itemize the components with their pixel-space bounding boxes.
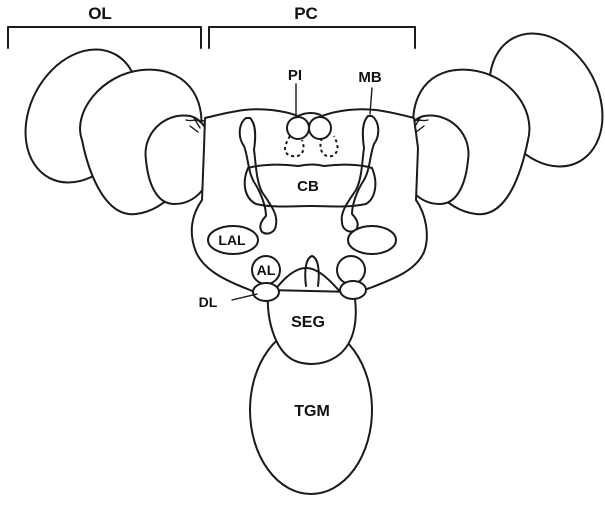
ol-bracket-label: OL xyxy=(88,4,112,23)
label-al: AL xyxy=(257,262,276,278)
lal-right xyxy=(348,226,396,254)
label-pi: PI xyxy=(288,67,302,84)
ol-bracket: OL xyxy=(8,4,201,48)
label-seg: SEG xyxy=(291,314,325,331)
label-cb: CB xyxy=(297,178,319,195)
label-tgm: TGM xyxy=(294,403,330,420)
dl-right xyxy=(340,281,366,299)
optic-lobe-right xyxy=(402,14,605,214)
dl-left xyxy=(253,283,279,301)
label-dl: DL xyxy=(199,294,218,310)
dl-pointer xyxy=(232,294,257,300)
label-mb: MB xyxy=(358,69,381,86)
al-right xyxy=(337,256,365,284)
pc-bracket: PC xyxy=(209,4,415,48)
optic-lobe-left xyxy=(3,30,212,214)
label-lal: LAL xyxy=(218,232,246,248)
pc-bracket-label: PC xyxy=(294,4,318,23)
